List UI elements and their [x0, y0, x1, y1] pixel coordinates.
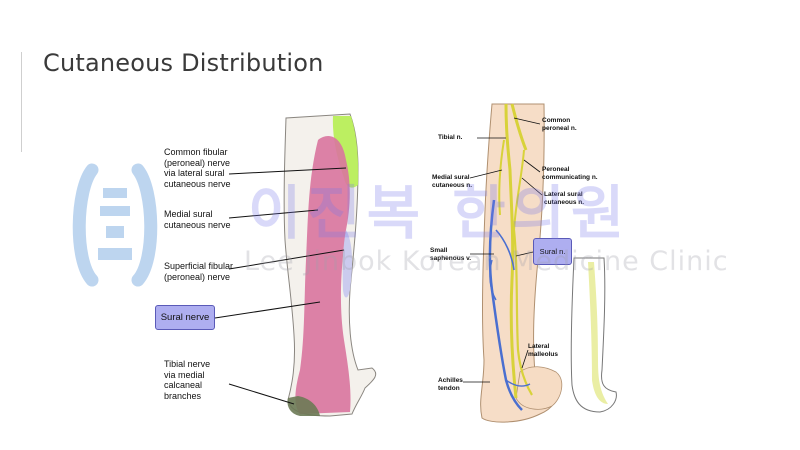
pointer-sural-box [515, 251, 534, 257]
pointer-lateral-malleolus [521, 349, 529, 369]
pointer-line-sural [214, 301, 321, 319]
vein-branch-2 [489, 259, 497, 301]
label-medial-sural: Medial sural cutaneous nerve [164, 209, 231, 230]
peroneal-communicating-nerve [513, 149, 525, 231]
label-superficial-fibular: Superficial fibular (peroneal) nerve [164, 261, 234, 282]
pointer-common-peroneal [513, 117, 541, 125]
pointer-lateral-sural [521, 177, 543, 196]
label-common-fibular: Common fibular (peroneal) nerve via late… [164, 147, 231, 189]
sural-nerve-highlight-box: Sural nerve [155, 305, 215, 330]
tibial-nerve [504, 103, 518, 399]
pointer-line-superficial-fibular [228, 249, 345, 270]
slide-title: Cutaneous Distribution [43, 49, 324, 77]
pointer-peroneal-communicating [523, 159, 541, 173]
calcaneal-region [287, 396, 320, 416]
label-tibial-n: Tibial n. [438, 134, 463, 141]
pointer-line-lateral-sural [228, 167, 347, 175]
label-lateral-malleolus: Lateral malleolus [528, 343, 558, 358]
watermark-korean: 이진복 한의원 [248, 179, 631, 247]
secondary-leg-sural-region [588, 262, 608, 404]
sural-n-highlight-box: Sural n. [533, 238, 572, 265]
common-peroneal-nerve [510, 103, 528, 151]
superficial-fibular-region [342, 230, 353, 298]
pointer-line-medial-sural [228, 209, 319, 219]
right-foot-outline [515, 366, 563, 410]
label-tibial-calcaneal: Tibial nerve via medial calcaneal branch… [164, 359, 211, 401]
label-medial-sural-cutaneous-n: Medial sural cutaneous n. [432, 174, 473, 189]
pointer-medial-sural [469, 169, 503, 179]
label-common-peroneal-n: Common peroneal n. [542, 117, 577, 132]
label-small-saphenous-v: Small saphenous v. [430, 247, 472, 262]
title-accent-line [21, 52, 22, 152]
pointer-line-calcaneal [228, 383, 295, 405]
vein-branch-1 [495, 229, 515, 271]
watermark-english: Lee Jinbok Korean Medicine Clinic [244, 246, 729, 277]
label-peroneal-communicating-n: Peroneal communicating n. [542, 166, 598, 181]
label-lateral-sural-cutaneous-n: Lateral sural cutaneous n. [544, 191, 585, 206]
vein-branch-3 [505, 379, 531, 387]
medial-sural-region [295, 136, 351, 414]
small-saphenous-vein [488, 199, 523, 411]
medial-sural-nerve [498, 139, 505, 216]
lateral-sural-region [332, 116, 359, 188]
sural-nerve-path [512, 229, 533, 396]
label-achilles-tendon: Achilles tendon [438, 377, 463, 392]
